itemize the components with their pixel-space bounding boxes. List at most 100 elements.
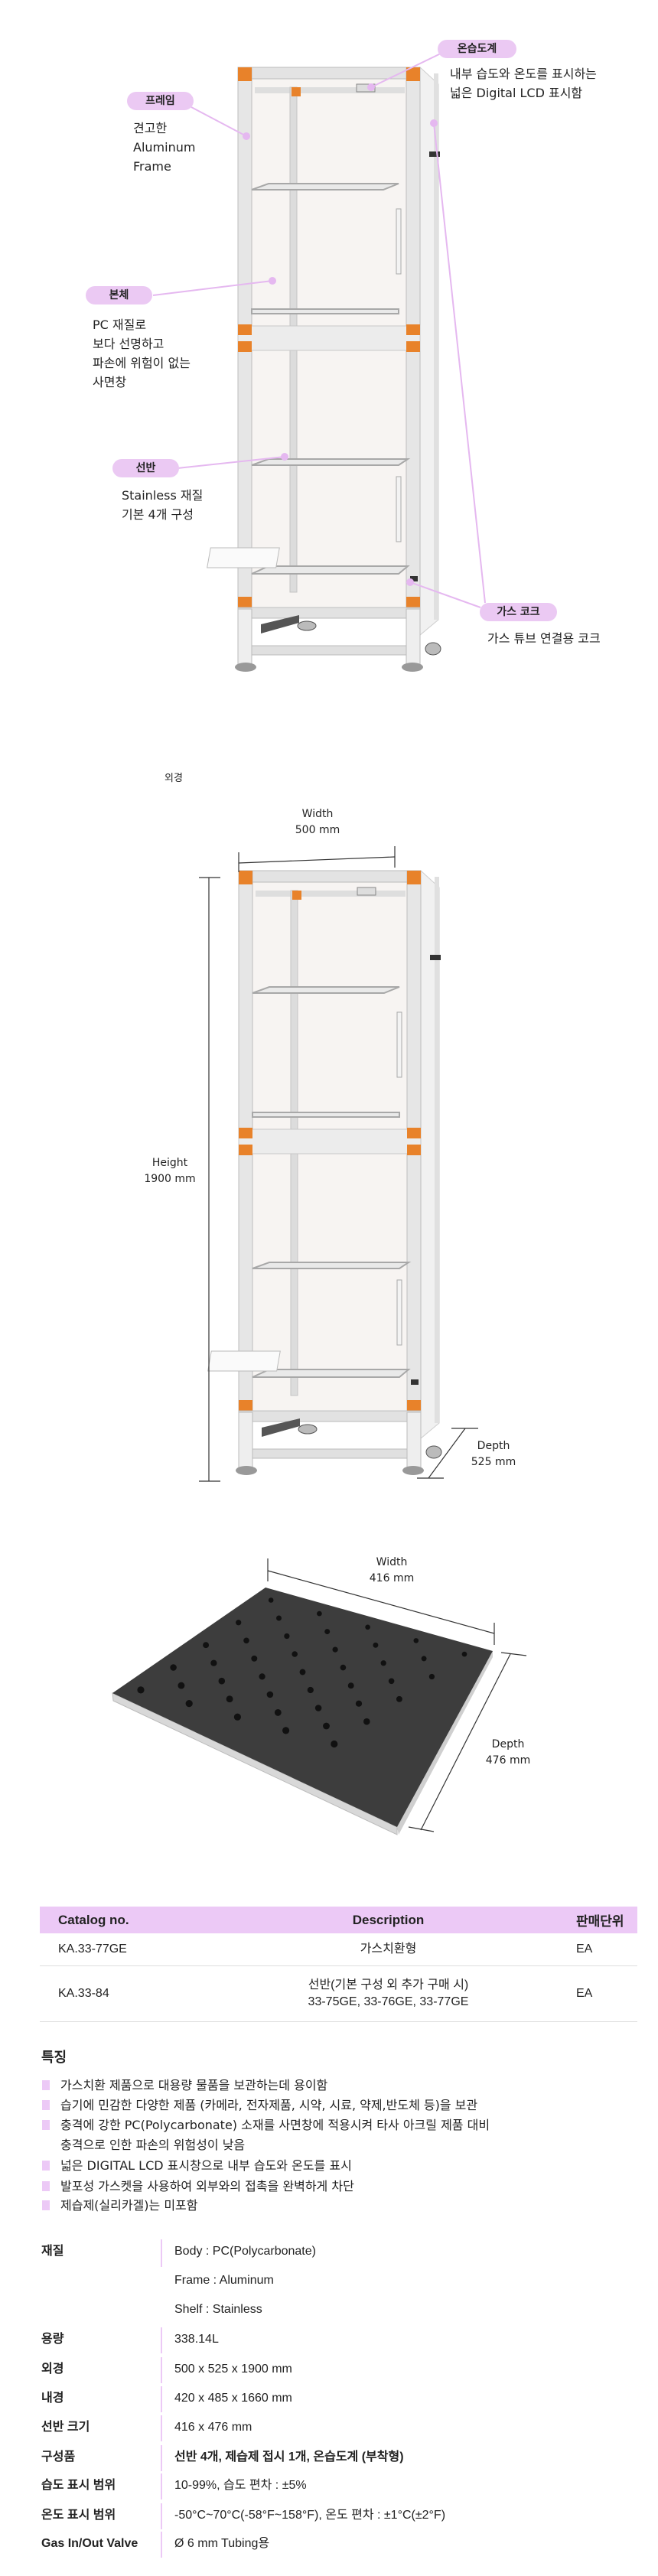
shelf-hole bbox=[284, 1633, 290, 1640]
section-label-outer-dimensions: 외경 bbox=[164, 773, 183, 784]
spec-label: 구성품 bbox=[41, 2451, 76, 2464]
bullet-square-icon bbox=[42, 2181, 50, 2191]
shelf-hole bbox=[314, 1705, 322, 1711]
callout-text-shelf: Stainless 재질 기본 4개 구성 bbox=[122, 488, 204, 522]
cabinet-image bbox=[206, 67, 441, 672]
callout-line-gas-cock bbox=[433, 122, 486, 604]
spec-label: 외경 bbox=[41, 2363, 64, 2376]
shelf-hole bbox=[428, 1673, 435, 1680]
feature-item: 가스치환 제품으로 대용량 물품을 보관하는데 용이함 bbox=[42, 2076, 327, 2096]
shelf-hole bbox=[317, 1610, 322, 1617]
callout-tag-hygrometer: 온습도계 bbox=[438, 40, 516, 58]
spec-value-material-body: Body : PC(Polycarbonate) bbox=[174, 2245, 316, 2258]
cell-description: 가스치환형 bbox=[219, 1933, 558, 1966]
shelf-hole bbox=[332, 1646, 338, 1653]
spec-label: 용량 bbox=[41, 2333, 64, 2346]
shelf-hole bbox=[347, 1682, 354, 1689]
header-sales-unit: 판매단위 bbox=[558, 1907, 637, 1933]
spec-value: 선반 4개, 제습제 접시 1개, 온습도계 (부착형) bbox=[174, 2451, 404, 2464]
table-header-row: Catalog no. Description 판매단위 bbox=[40, 1907, 637, 1933]
shelf-hole bbox=[340, 1664, 347, 1671]
spec-divider bbox=[161, 2532, 162, 2558]
shelf-hole bbox=[323, 1722, 330, 1730]
shelf-depth-label: Depth 476 mm bbox=[485, 1738, 531, 1767]
spec-divider bbox=[161, 2503, 162, 2529]
callout-line-frame bbox=[191, 106, 247, 137]
cell-sales-unit: EA bbox=[558, 1933, 637, 1966]
callout-text-gas-cock: 가스 튜브 연결용 코크 bbox=[487, 631, 601, 646]
spec-divider bbox=[161, 2415, 162, 2441]
shelf-hole bbox=[274, 1708, 282, 1716]
spec-value: -50°C~70°C(-58°F~158°F), 온도 편차 : ±1°C(±2… bbox=[174, 2509, 446, 2522]
spec-divider bbox=[161, 2473, 162, 2499]
spec-label: Gas In/Out Valve bbox=[41, 2537, 138, 2550]
cell-description: 선반(기본 구성 외 추가 구매 시) 33-75GE, 33-76GE, 33… bbox=[219, 1965, 558, 2022]
shelf-hole bbox=[365, 1624, 370, 1630]
callout-text-body: PC 재질로 보다 선명하고 파손에 위험이 없는 사면창 bbox=[93, 318, 191, 389]
shelf-hole bbox=[243, 1637, 249, 1644]
shelf-hole bbox=[299, 1669, 306, 1676]
bullet-square-icon bbox=[42, 2080, 50, 2090]
table-row: KA.33-84 선반(기본 구성 외 추가 구매 시) 33-75GE, 33… bbox=[40, 1965, 637, 2022]
depth-dimension-line bbox=[428, 1428, 466, 1479]
cell-catalog-no: KA.33-84 bbox=[40, 1965, 219, 2022]
shelf-drawing bbox=[112, 1558, 527, 1835]
spec-label-material: 재질 bbox=[41, 2245, 64, 2258]
bullet-square-icon bbox=[42, 2120, 50, 2130]
shelf-hole bbox=[218, 1677, 226, 1685]
shelf-hole bbox=[292, 1651, 298, 1657]
cabinet-dimension-drawing bbox=[199, 846, 478, 1482]
features-title: 특징 bbox=[41, 2050, 67, 2066]
product-illustration bbox=[152, 51, 486, 672]
shelf-hole bbox=[461, 1651, 467, 1657]
dimension-height-label: Height 1900 mm bbox=[144, 1157, 196, 1185]
feature-item-continued: 충격으로 인한 파손의 위험성이 낮음 bbox=[60, 2138, 246, 2152]
shelf-hole bbox=[276, 1615, 282, 1621]
callout-line-hygrometer bbox=[370, 51, 445, 88]
spec-value-material-frame: Frame : Aluminum bbox=[174, 2274, 274, 2287]
shelf-hole bbox=[421, 1656, 427, 1662]
spec-value: 420 x 485 x 1660 mm bbox=[174, 2392, 292, 2405]
spec-value: 10-99%, 습도 편차 : ±5% bbox=[174, 2479, 307, 2492]
spec-divider bbox=[161, 2357, 162, 2383]
callout-tag-body: 본체 bbox=[86, 286, 152, 304]
spec-label: 내경 bbox=[41, 2392, 64, 2405]
shelf-hole bbox=[388, 1678, 395, 1685]
shelf-hole bbox=[355, 1700, 363, 1707]
feature-item: 발포성 가스켓을 사용하여 외부와의 접촉을 완벽하게 차단 bbox=[42, 2177, 354, 2197]
shelf-width-line bbox=[267, 1570, 495, 1634]
header-description: Description bbox=[219, 1907, 558, 1933]
cell-sales-unit: EA bbox=[558, 1965, 637, 2022]
shelf-hole bbox=[380, 1660, 386, 1666]
shelf-hole bbox=[396, 1695, 402, 1702]
shelf-hole bbox=[363, 1718, 370, 1725]
shelf-hole bbox=[282, 1727, 290, 1734]
bullet-square-icon bbox=[42, 2200, 50, 2210]
spec-value: Ø 6 mm Tubing용 bbox=[174, 2537, 270, 2550]
shelf-hole bbox=[251, 1655, 258, 1662]
header-catalog-no: Catalog no. bbox=[40, 1907, 219, 1933]
shelf-width-label: Width 416 mm bbox=[369, 1556, 415, 1584]
callout-tag-gas-cock: 가스 코크 bbox=[480, 603, 557, 621]
bullet-square-icon bbox=[42, 2161, 50, 2171]
shelf-hole bbox=[373, 1642, 379, 1648]
spec-label: 선반 크기 bbox=[41, 2421, 90, 2434]
spec-label: 습도 표시 범위 bbox=[41, 2479, 116, 2492]
spec-divider bbox=[161, 2445, 162, 2471]
spec-value: 416 x 476 mm bbox=[174, 2421, 252, 2434]
callout-tag-shelf: 선반 bbox=[112, 459, 179, 477]
catalog-table: Catalog no. Description 판매단위 KA.33-77GE … bbox=[40, 1907, 637, 2022]
shelf-hole bbox=[331, 1740, 338, 1748]
shelf-hole bbox=[210, 1659, 217, 1666]
shelf-hole bbox=[268, 1597, 274, 1603]
shelf-hole bbox=[185, 1700, 193, 1708]
spec-value: 500 x 525 x 1900 mm bbox=[174, 2363, 292, 2376]
shelf-hole bbox=[137, 1686, 145, 1694]
dimension-depth-label: Depth 525 mm bbox=[471, 1440, 516, 1468]
shelf-hole bbox=[233, 1713, 241, 1721]
feature-item: 제습제(실리카겔)는 미포함 bbox=[42, 2196, 198, 2216]
shelf-hole bbox=[259, 1673, 265, 1680]
spec-value-material-shelf: Shelf : Stainless bbox=[174, 2303, 262, 2316]
shelf-hole bbox=[324, 1629, 331, 1635]
shelf-hole bbox=[203, 1642, 210, 1649]
